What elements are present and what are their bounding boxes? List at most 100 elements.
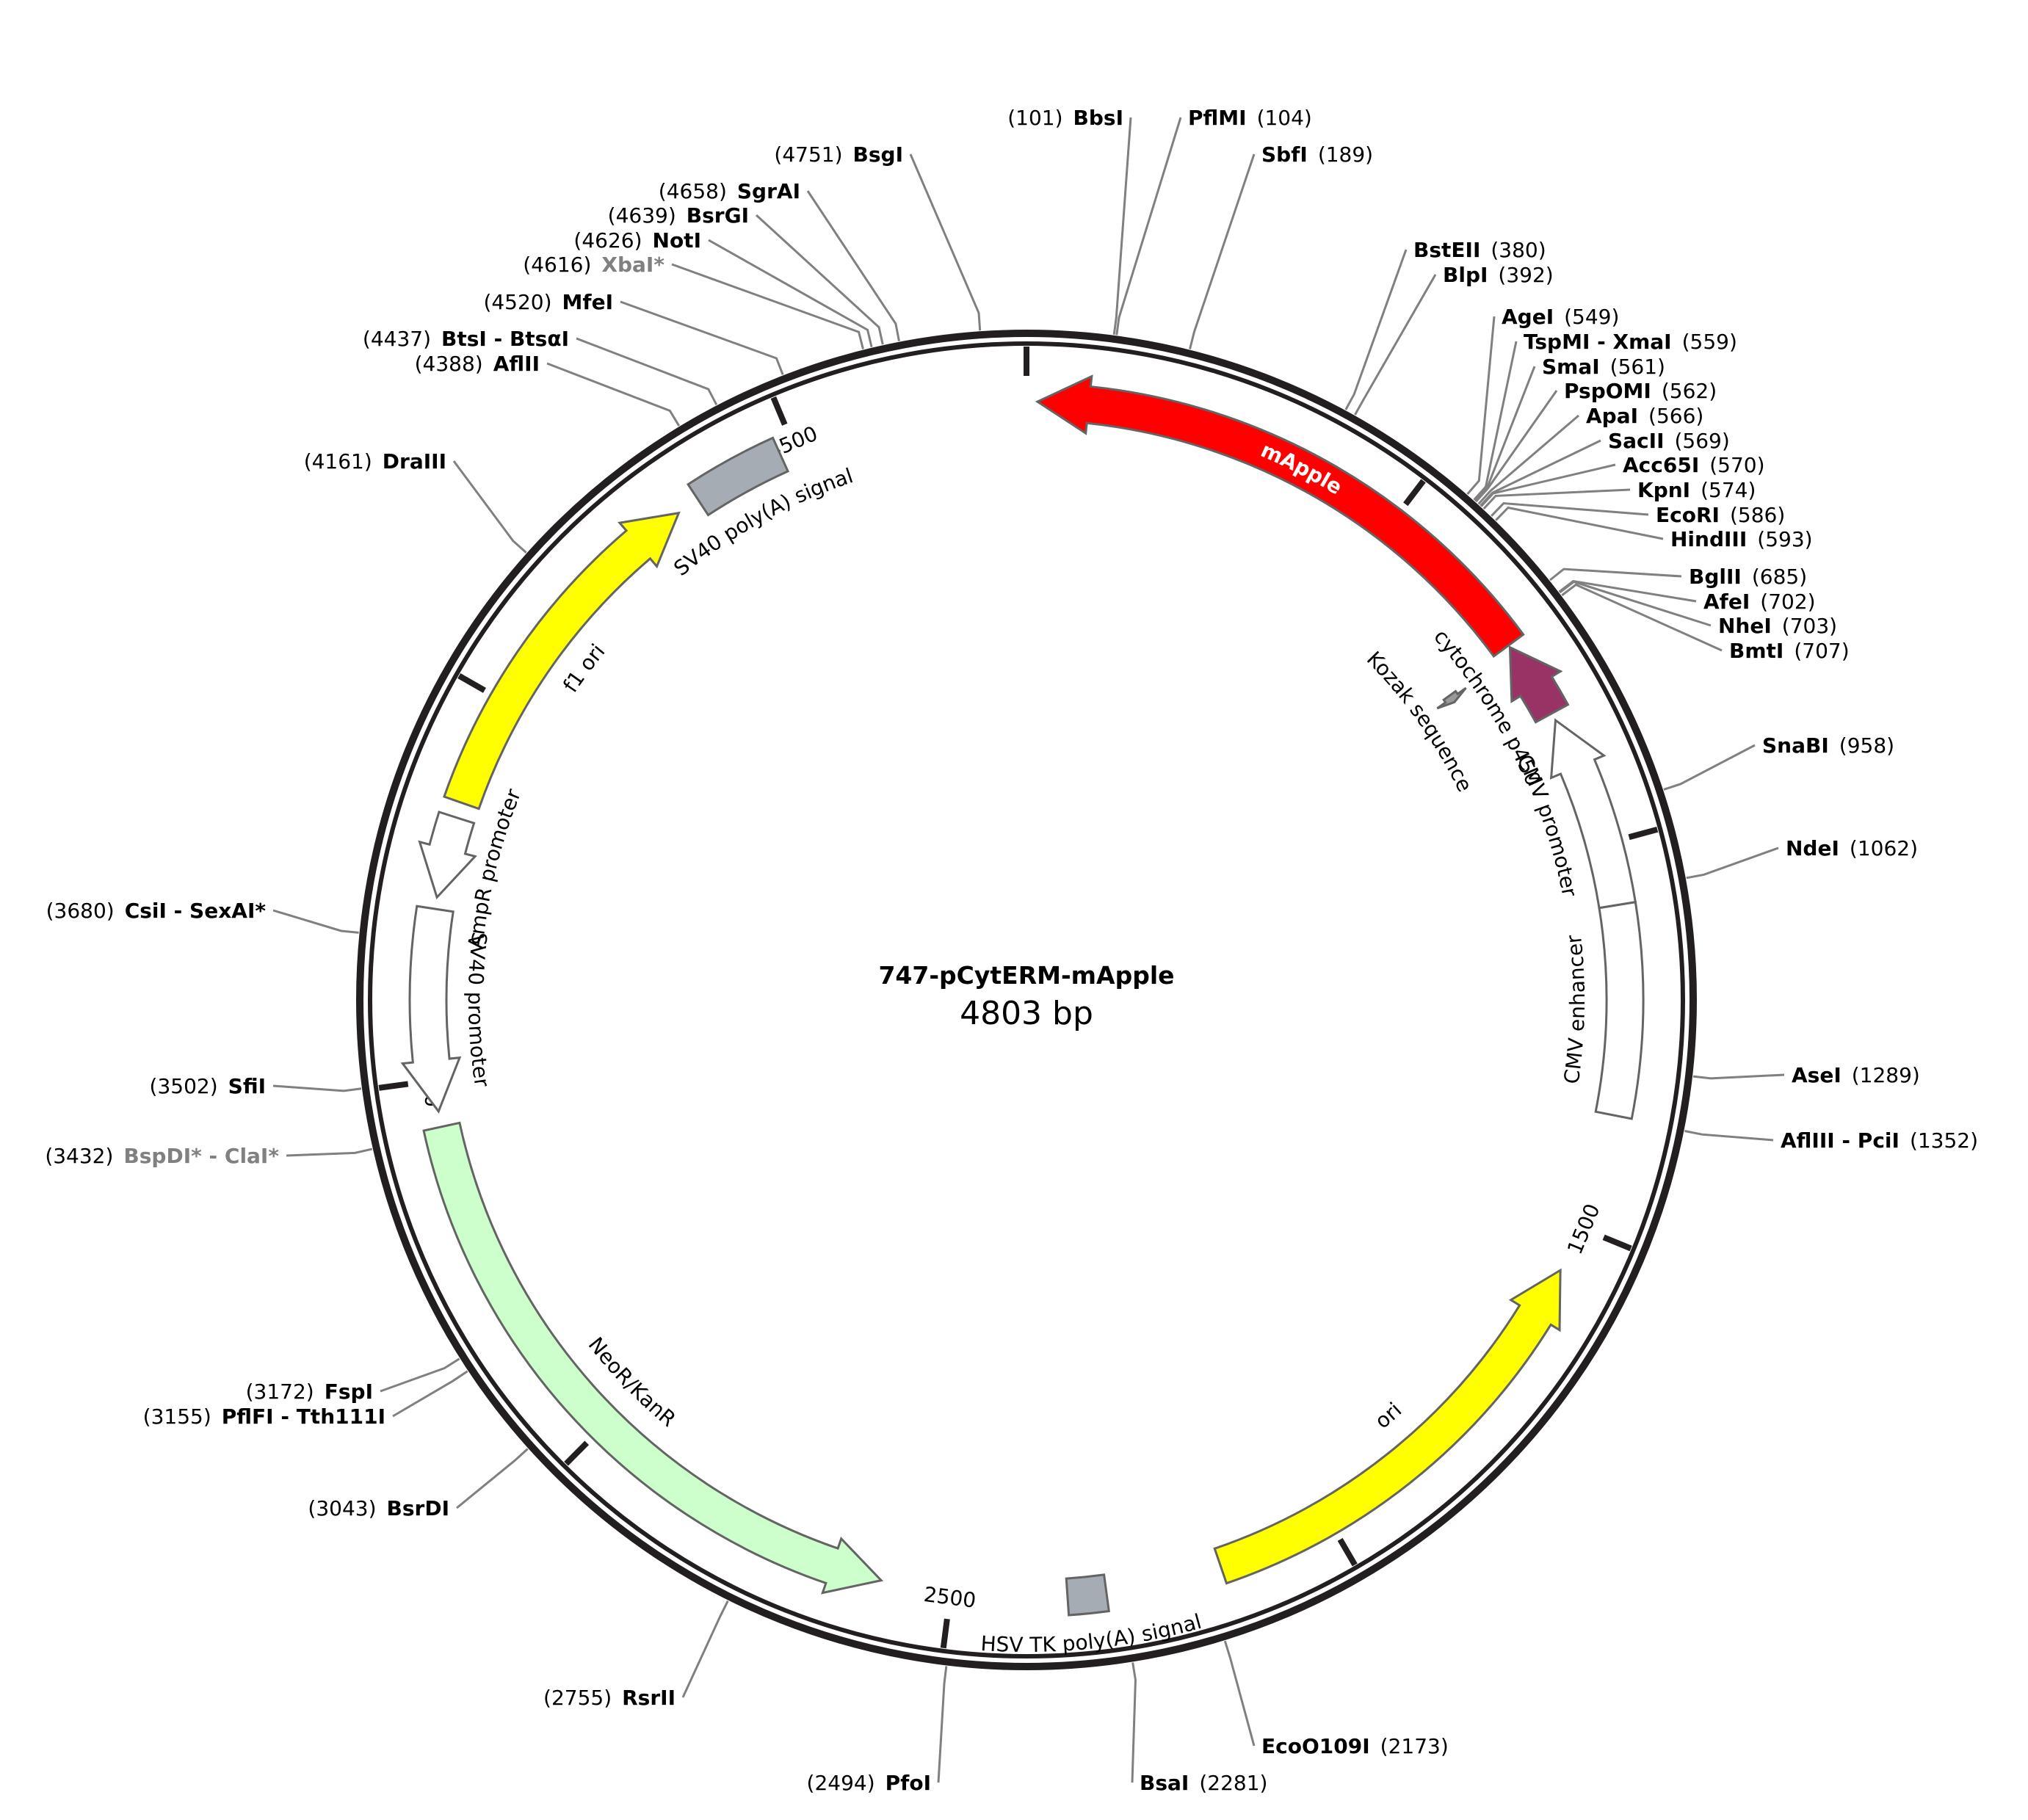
feature-label: ori [1370,1398,1406,1434]
site-label: TspMI - XmaI(559) [1524,330,1737,354]
site-leader [1561,583,1723,652]
site-label: HindIII(593) [1670,527,1813,551]
site-label: AflIII - PciI(1352) [1781,1128,1978,1153]
feature-mapple: mApple [1035,374,1525,659]
site-leader [1559,580,1712,627]
site-position: (3172) [246,1379,314,1404]
site-leader [1223,1640,1256,1747]
site-label: (4751)BsgI [774,142,903,167]
feature-arrow [418,811,477,900]
site-label: KpnI(574) [1637,478,1756,502]
site-position: (4639) [608,203,676,228]
site-leader [1115,117,1182,336]
site-label: (4639)BsrGI [608,203,749,228]
feature-arrow [1213,1268,1562,1585]
tick-mark [1403,479,1426,507]
site-label: BstEII(380) [1413,238,1546,262]
site-label: (4616)XbaI* [523,253,664,277]
feature-ori: ori [1213,1268,1562,1585]
feature-label: SV40 promoter [463,931,494,1089]
site-label: (101)BbsI [1007,106,1123,130]
site-label: (4626)NotI [573,228,701,253]
site-label: NheI(703) [1718,614,1837,638]
site-leader [1686,846,1779,880]
site-label: (3502)SfiI [150,1074,266,1098]
feature-arrow [1594,901,1645,1120]
site-leader [1495,506,1664,540]
site-label: AseI(1289) [1792,1063,1920,1087]
site-leader [1663,744,1756,791]
site-position: (101) [1007,106,1062,130]
site-leader [1354,274,1437,416]
site-leader [1473,341,1518,501]
site-label: (4161)DraIII [304,449,446,474]
site-leader [576,337,718,406]
site-label: SnaBI(958) [1762,733,1894,758]
site-leader [671,263,864,349]
site-label: (4437)BtsI - BtsαI [363,327,569,351]
feature-arrow [400,904,462,1114]
site-leader [1491,501,1649,517]
site-leader [620,300,784,375]
site-label: BglII(685) [1689,565,1807,589]
site-leader [806,190,900,341]
tick-mark [1602,1234,1632,1252]
feature-arrow [1065,1573,1110,1617]
site-leader [456,1448,529,1509]
site-leaders [272,117,1785,1783]
tick-label: 1500 [1562,1200,1605,1258]
site-label: (3680)CsiI - SexAI* [46,899,267,923]
feature-arrow [1035,374,1525,659]
plasmid-title: 747-pCytERM-mApple [878,961,1174,990]
site-leader [937,1666,948,1783]
site-position: (3043) [308,1496,376,1520]
site-label: SmaI(561) [1542,355,1665,379]
site-leader [1112,117,1132,336]
site-leader [452,460,527,554]
tick-mark [457,673,486,693]
site-label: (3043)BsrDI [308,1496,449,1520]
feature-arrow [1436,686,1467,710]
site-label: (2494)PfoI [807,1771,931,1795]
site-label: EcoO109I(2173) [1261,1734,1449,1758]
site-leader [1189,153,1256,349]
feature-arrow [443,511,681,811]
tick-mark [1337,1537,1358,1567]
site-label: SbfI(189) [1261,142,1373,167]
site-position: (4751) [774,142,842,167]
site-leader [1692,1073,1785,1080]
site-label: (4388)AflII [415,352,540,376]
site-label: Acc65I(570) [1623,453,1765,477]
site-label: BlpI(392) [1443,263,1554,287]
site-label: SacII(569) [1608,429,1730,453]
site-leader [286,1148,373,1157]
site-leader [708,239,873,348]
feature-kozak-sequence: Kozak sequence [1362,647,1477,796]
site-label: (4658)SgrAI [659,179,800,203]
tick-mark [378,1081,409,1091]
site-position: (3155) [143,1404,211,1429]
backbone-outer-ring [356,330,1697,1670]
site-leader [380,1357,460,1393]
site-label: (2755)RsrII [543,1686,676,1710]
feature-arrow [686,436,790,517]
site-position: (3680) [46,899,115,923]
site-position: (4658) [659,179,727,203]
site-label: AgeI(549) [1502,305,1619,329]
feature-arrow [1508,645,1570,724]
site-position: (3432) [45,1144,113,1168]
site-leader [1684,1130,1774,1142]
tick-label: 2500 [922,1582,977,1613]
feature-label: CMV enhancer [1559,933,1590,1085]
feature-arrow [422,1121,884,1595]
feature-neor-kanr: NeoR/KanR [422,1121,884,1595]
site-position: (4616) [523,253,591,277]
plasmid-backbone [356,330,1697,1670]
site-leader [1344,249,1408,410]
site-leader [1482,488,1631,510]
site-leader [272,909,359,934]
backbone-inner-ring [368,341,1685,1658]
site-position: (4388) [415,352,483,376]
